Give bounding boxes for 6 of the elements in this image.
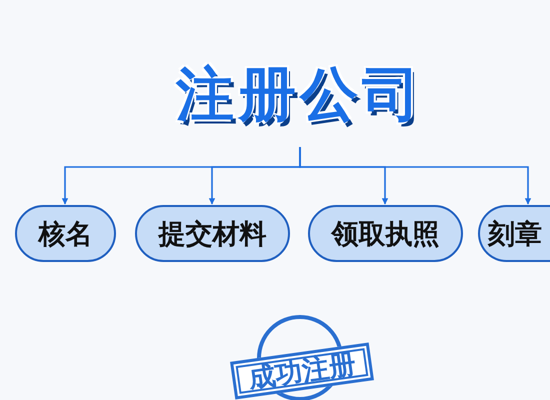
- step-pill: 领取执照: [308, 205, 463, 262]
- title: 注册公司: [145, 55, 455, 135]
- step-pill: 提交材料: [135, 205, 290, 262]
- step-pill: 核名: [15, 205, 116, 262]
- arrow: [299, 147, 532, 205]
- step-pill: 刻章: [478, 205, 550, 262]
